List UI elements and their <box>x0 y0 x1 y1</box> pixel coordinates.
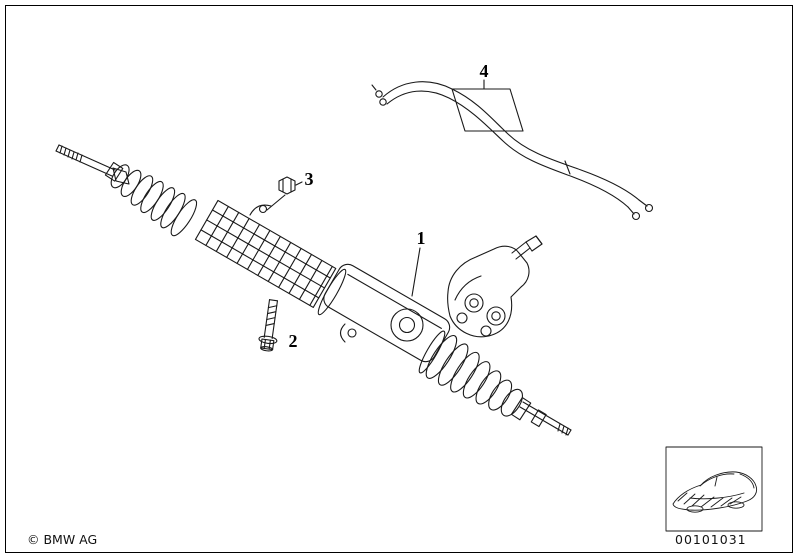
valve-body <box>447 235 543 338</box>
rack-housing-grid <box>194 199 337 308</box>
leader-lines <box>266 79 524 297</box>
hydraulic-pipes <box>371 81 654 221</box>
drawing-number: 00101031 <box>675 532 747 547</box>
center-housing <box>323 263 451 363</box>
left-tie-rod <box>55 144 130 185</box>
copyright-text: © BMW AG <box>27 532 98 547</box>
part-label-3: 3 <box>304 169 314 189</box>
clamp-ring-right <box>418 330 446 374</box>
left-bellows <box>104 161 198 237</box>
diagram-border <box>5 5 793 553</box>
mounting-bracket <box>249 204 272 216</box>
nut <box>278 176 296 195</box>
right-tie-rod <box>519 401 572 436</box>
part-label-1: 1 <box>416 228 426 248</box>
car-icon <box>665 446 763 532</box>
housing-bushing <box>339 308 424 343</box>
right-bellows <box>425 334 532 421</box>
part-label-4: 4 <box>479 61 489 81</box>
mounting-bolt <box>258 299 278 352</box>
part-label-2: 2 <box>288 331 298 351</box>
